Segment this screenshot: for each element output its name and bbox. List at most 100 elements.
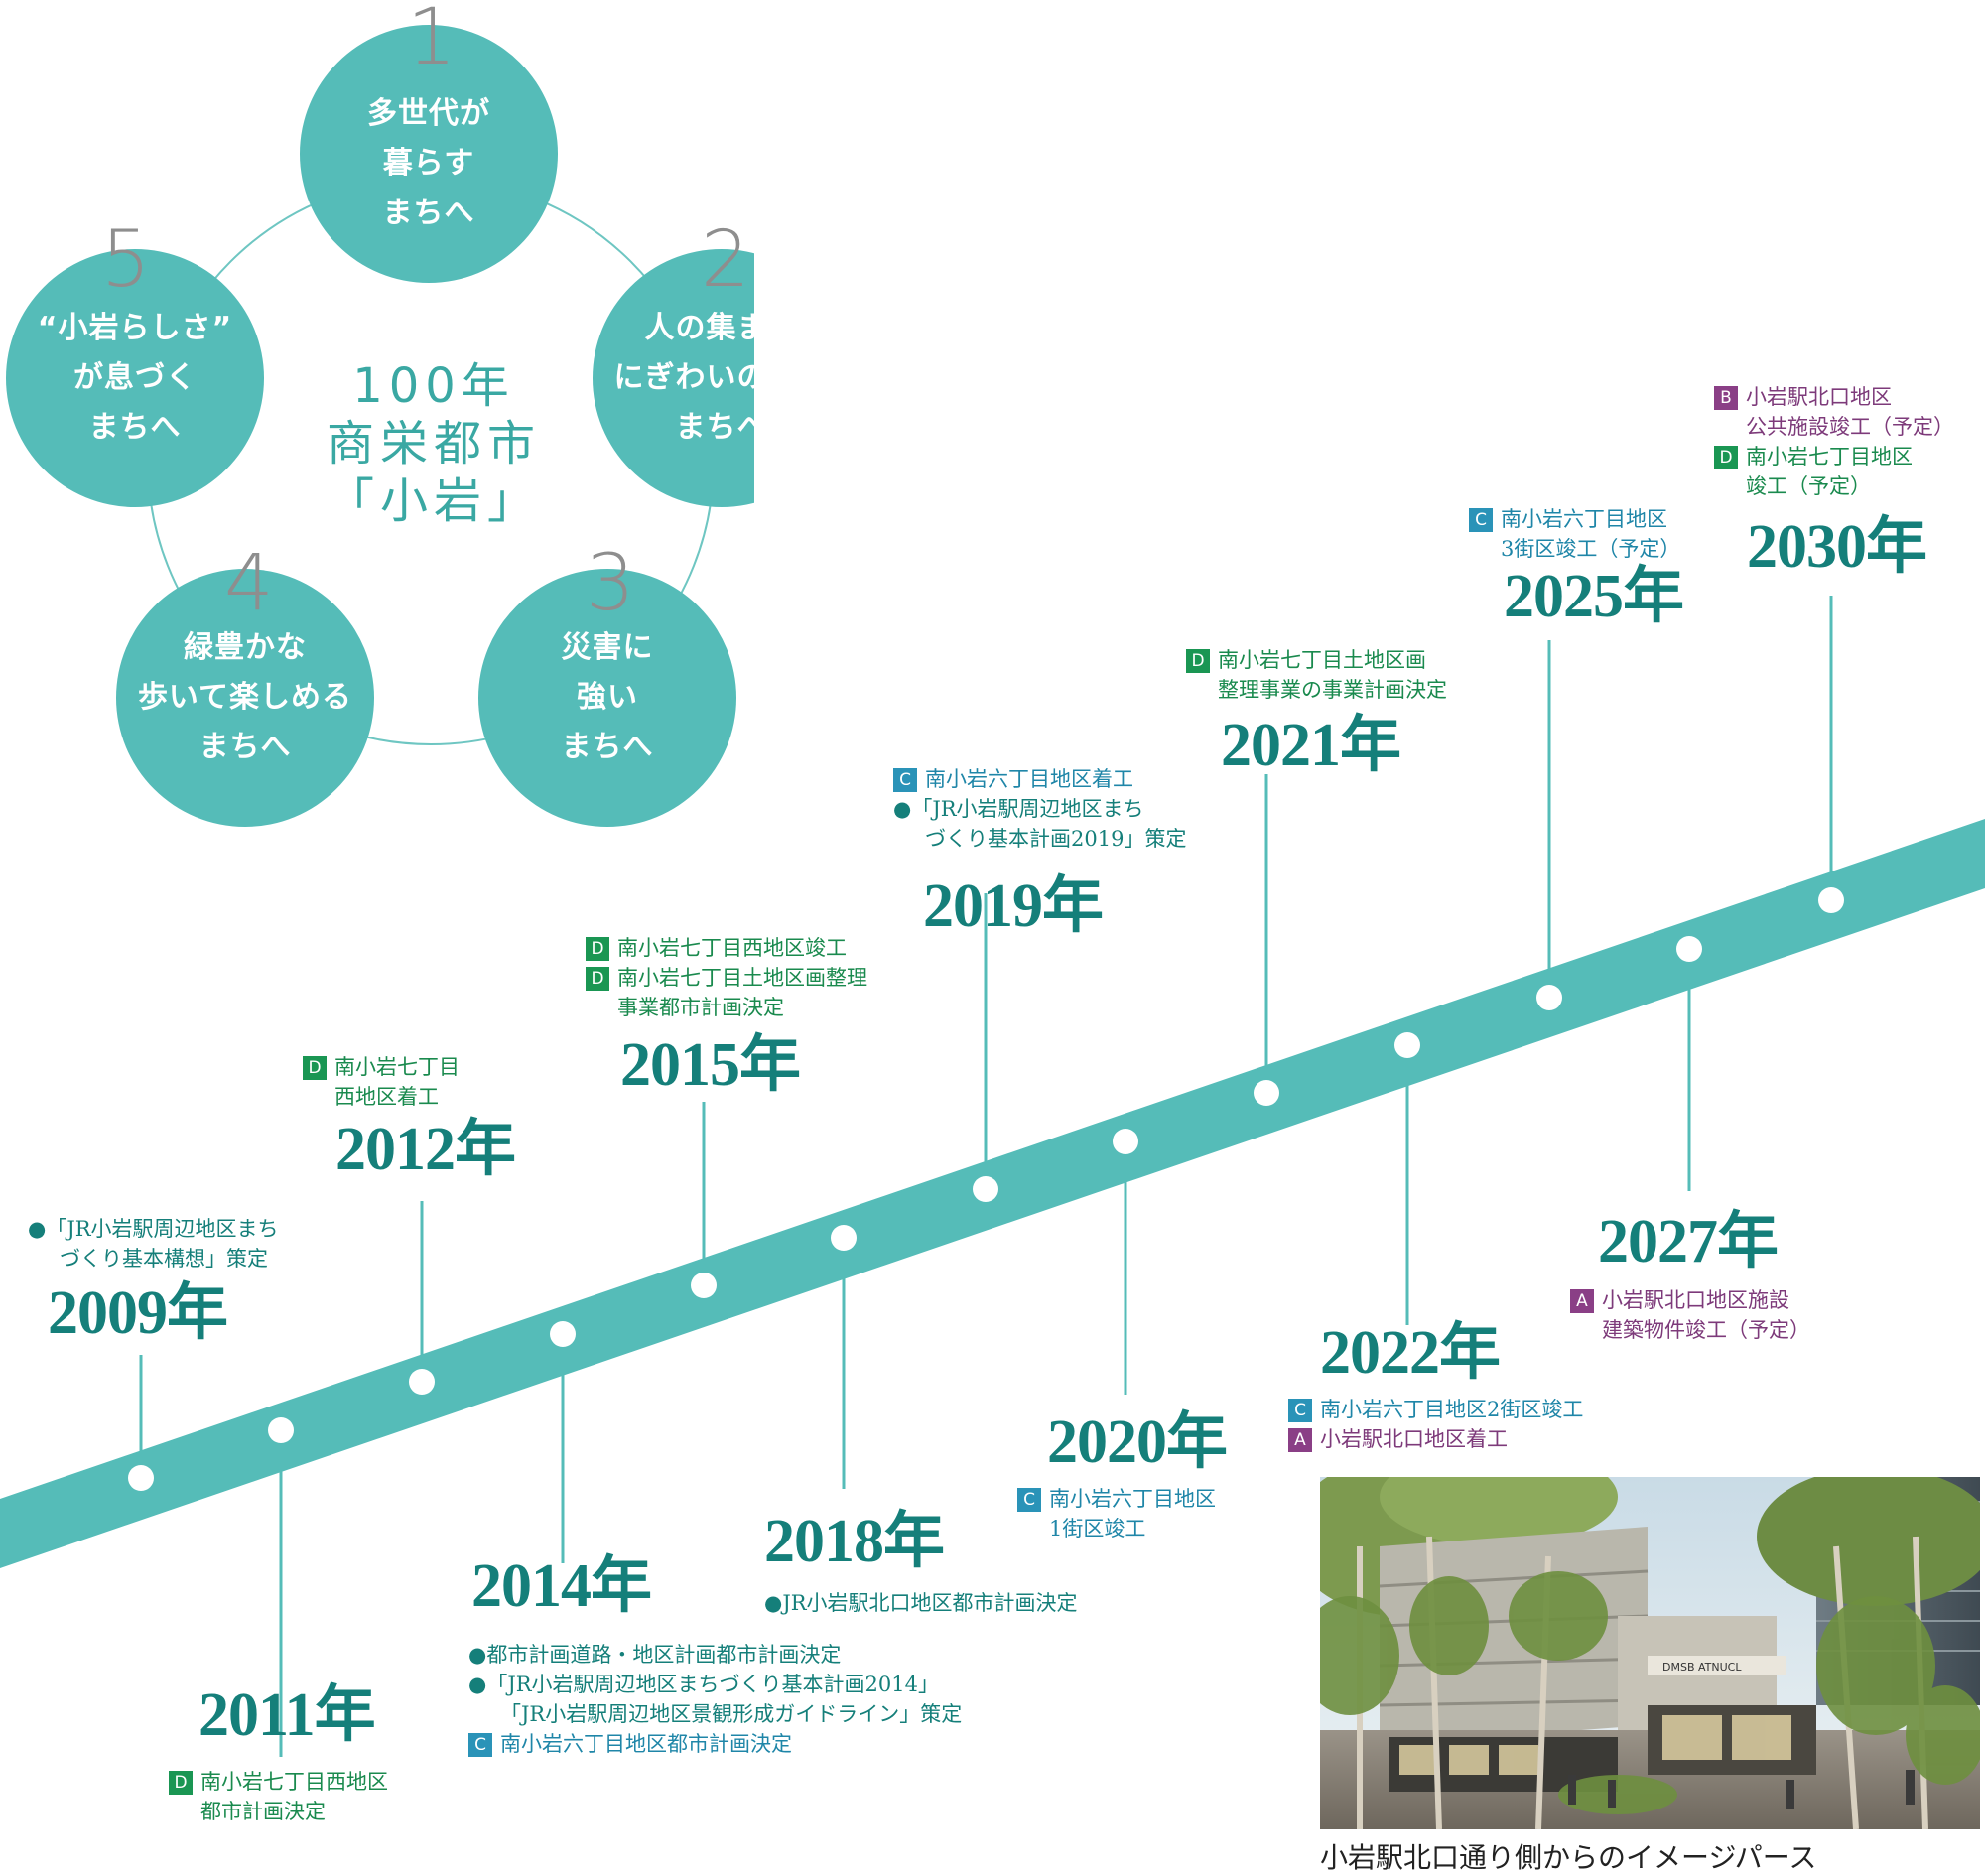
timeline-event-text: 南小岩六丁目地区都市計画決定 <box>500 1732 792 1756</box>
timeline-event-text: づくり基本構想」策定 <box>60 1247 268 1271</box>
concept-circle-2 <box>593 249 754 507</box>
timeline-event-line: づくり基本計画2019」策定 <box>893 824 1186 854</box>
timeline-event-line: 3街区竣工（予定） <box>1469 534 1680 564</box>
timeline-dot <box>831 1225 857 1251</box>
concept-label-line: 強い <box>577 680 638 715</box>
project-badge-c: C <box>468 1733 492 1757</box>
timeline-event-text: 南小岩七丁目地区 <box>1746 445 1913 469</box>
timeline-year: 2014年 <box>471 1552 652 1620</box>
timeline-event-line: ●都市計画道路・地区計画都市計画決定 <box>468 1640 962 1670</box>
timeline-year: 2011年 <box>198 1681 376 1749</box>
timeline-event-line: 事業都市計画決定 <box>586 993 867 1022</box>
timeline-event-line: 建築物件竣工（予定） <box>1570 1315 1810 1345</box>
rendering-sign-text: DMSB ATNUCL <box>1662 1661 1742 1674</box>
concept-number-2: 2 <box>701 215 750 305</box>
timeline-event-text: 3街区竣工（予定） <box>1501 537 1681 561</box>
timeline-year: 2019年 <box>923 872 1104 940</box>
timeline-events: A 小岩駅北口地区施設建築物件竣工（予定） <box>1570 1285 1810 1345</box>
concept-circle-4 <box>116 569 374 827</box>
timeline-dot <box>1676 936 1702 962</box>
timeline-event-text: 小岩駅北口地区施設 <box>1602 1288 1789 1312</box>
concept-label-line: まちへ <box>675 410 768 445</box>
timeline-event-text: 南小岩六丁目地区2街区竣工 <box>1320 1398 1584 1421</box>
timeline-event-line: ●「JR小岩駅周辺地区まちづくり基本計画2014」 <box>468 1670 962 1699</box>
timeline-event-line: ●「JR小岩駅周辺地区まち <box>28 1214 279 1244</box>
concept-label-line: まちへ <box>561 730 654 764</box>
timeline-event-text: ●「JR小岩駅周辺地区まち <box>893 797 1144 821</box>
concept-label-line: まちへ <box>382 196 475 230</box>
timeline-event-text: 西地区着工 <box>334 1085 439 1109</box>
concept-center-title: 100年 商栄都市 「小岩」 <box>270 357 597 530</box>
concept-label-5: “小岩らしさ” が息づく まちへ <box>16 304 254 453</box>
timeline-event-line: C 南小岩六丁目地区 <box>1017 1484 1216 1514</box>
timeline-dot <box>1394 1032 1420 1058</box>
timeline-year: 2022年 <box>1320 1319 1501 1387</box>
timeline-event-line: 1街区竣工 <box>1017 1514 1216 1543</box>
concept-label-3: 災害に 強い まちへ <box>498 623 717 772</box>
project-badge-d: D <box>169 1771 193 1795</box>
concept-label-line: “小岩らしさ” <box>37 311 233 345</box>
concept-label-line: 緑豊かな <box>184 630 307 665</box>
concept-label-2: 人の集まる にぎわいのある まちへ <box>602 304 841 453</box>
timeline-dot <box>1536 985 1562 1010</box>
timeline-event-text: ●都市計画道路・地区計画都市計画決定 <box>468 1643 842 1667</box>
timeline-event-line: ●「JR小岩駅周辺地区まち <box>893 794 1186 824</box>
project-badge-b: B <box>1714 386 1738 410</box>
timeline-event-line: 都市計画決定 <box>169 1797 388 1826</box>
concept-label-line: 多世代が <box>367 96 490 131</box>
concept-title-line: 「小岩」 <box>326 473 541 529</box>
timeline-event-line: づくり基本構想」策定 <box>28 1244 279 1273</box>
timeline-dot <box>1113 1129 1138 1154</box>
project-badge-a: A <box>1570 1289 1594 1313</box>
timeline-dot <box>268 1417 294 1443</box>
concept-number-3: 3 <box>586 539 635 628</box>
concept-label-line: にぎわいのある <box>613 360 830 395</box>
timeline-event-line: 竣工（予定） <box>1714 471 1954 501</box>
concept-circle-1 <box>300 25 558 283</box>
timeline-year: 2027年 <box>1598 1208 1779 1275</box>
timeline-event-text: ●「JR小岩駅周辺地区まち <box>28 1217 279 1241</box>
timeline-dot <box>409 1369 435 1395</box>
project-badge-c: C <box>1469 508 1493 532</box>
concept-title-line: 商栄都市 <box>326 416 541 471</box>
timeline-event-text: 南小岩七丁目西地区 <box>200 1770 388 1794</box>
concept-title-line: 100年 <box>352 358 515 414</box>
timeline-year: 2009年 <box>48 1279 228 1347</box>
timeline-event-line: 公共施設竣工（予定） <box>1714 412 1954 442</box>
concept-circle-3 <box>478 569 736 827</box>
timeline-event-text: 南小岩七丁目 <box>334 1055 460 1079</box>
timeline-event-text: 「JR小岩駅周辺地区景観形成ガイドライン」策定 <box>500 1702 963 1726</box>
timeline-year: 2012年 <box>335 1116 516 1183</box>
timeline-year: 2021年 <box>1221 712 1401 779</box>
timeline-dot <box>973 1176 998 1202</box>
concept-number-1: 1 <box>407 0 457 82</box>
concept-ring <box>6 25 754 827</box>
timeline-event-text: づくり基本計画2019」策定 <box>925 827 1187 851</box>
concept-label-line: まちへ <box>198 730 292 764</box>
concept-label-line: 災害に <box>561 630 654 665</box>
timeline-event-line: ●JR小岩駅北口地区都市計画決定 <box>764 1588 1078 1618</box>
timeline-events: D 南小岩七丁目西地区都市計画決定 <box>169 1767 388 1826</box>
project-badge-a: A <box>1288 1428 1312 1452</box>
photo-caption: 小岩駅北口通り側からのイメージパース <box>1320 1841 1817 1874</box>
timeline-event-text: 南小岩六丁目地区 <box>1049 1487 1216 1511</box>
project-badge-c: C <box>1017 1488 1041 1512</box>
timeline-event-text: 南小岩六丁目地区着工 <box>925 767 1133 791</box>
timeline-event-text: 都市計画決定 <box>200 1800 326 1823</box>
concept-label-line: 歩いて楽しめる <box>137 680 353 715</box>
concept-label-line: まちへ <box>88 410 182 445</box>
concept-label-4: 緑豊かな 歩いて楽しめる まちへ <box>126 623 364 772</box>
timeline-event-text: 南小岩七丁目西地区竣工 <box>617 936 847 960</box>
